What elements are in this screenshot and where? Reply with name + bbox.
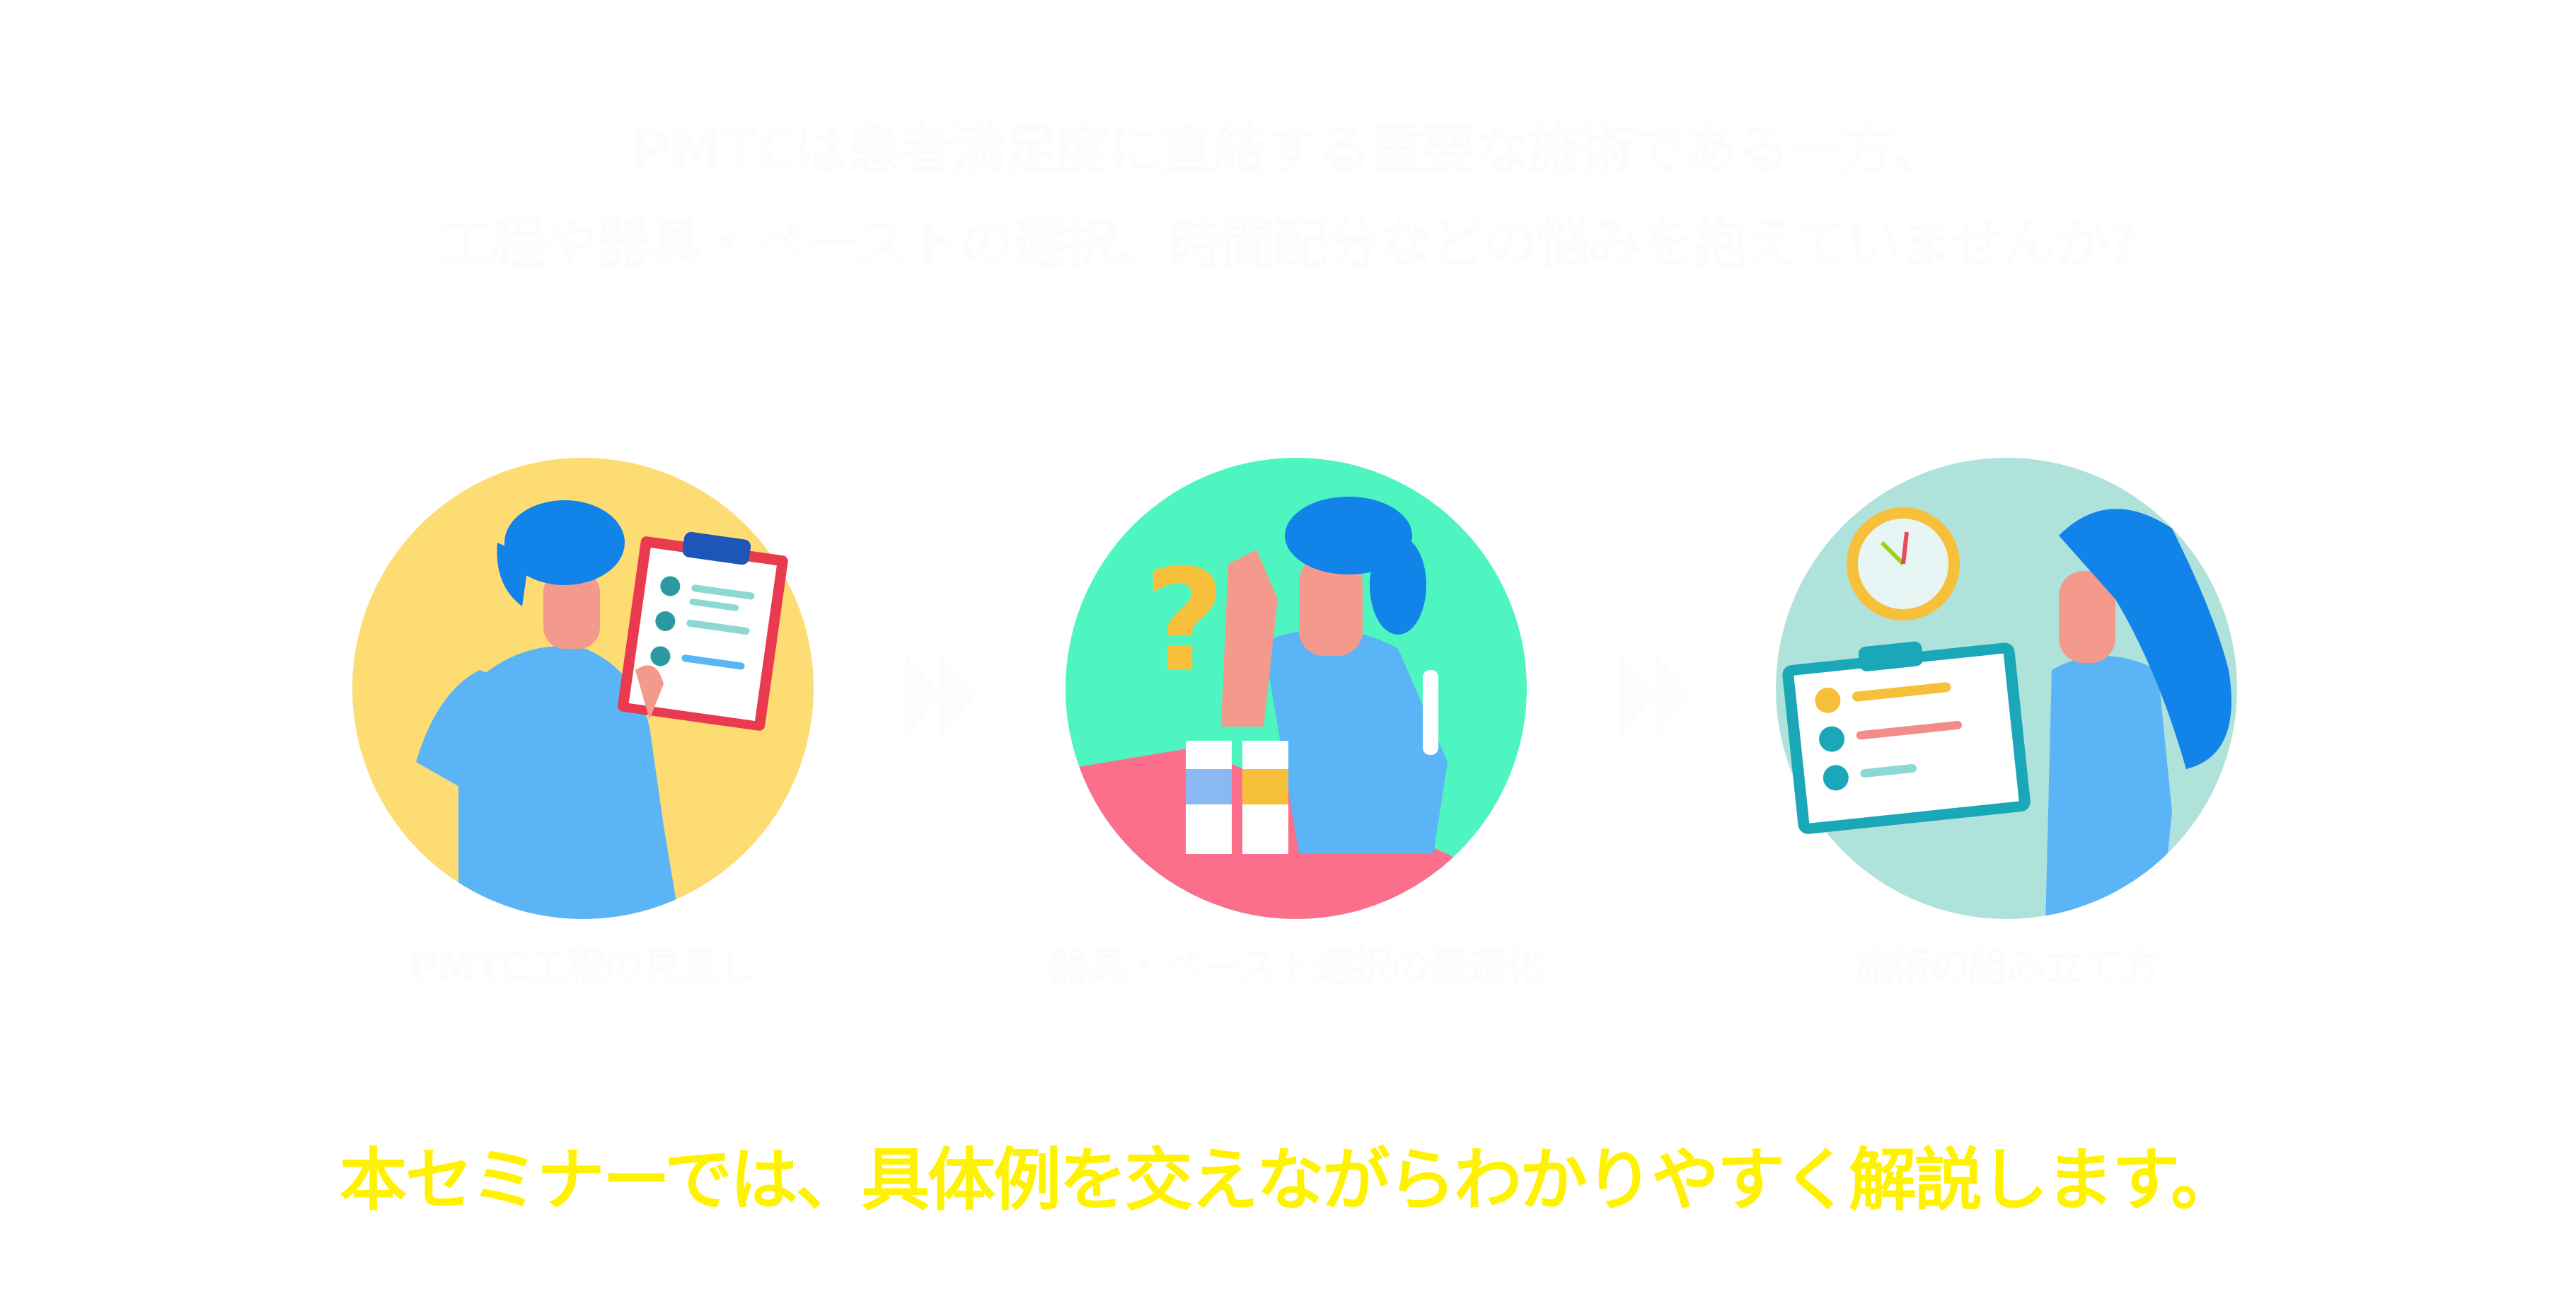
clock-checklist-illustration: [1776, 458, 2237, 919]
double-chevron-right-icon: [1620, 654, 1691, 736]
step-label-procedure-plan: 施術の組み立て方: [1854, 945, 2161, 991]
intro-line-1: PMTCは患者満足度に直結する重要な施術である一方、: [630, 118, 1946, 181]
svg-text:?: ?: [1143, 539, 1225, 704]
step-label-tool-paste: 器具・ペースト選択の最適化: [1049, 945, 1544, 991]
clipboard-checklist-illustration: [352, 458, 814, 919]
step-label-pmtc-process: PMTC工程の見直し: [408, 945, 758, 991]
double-chevron-right-icon: [906, 654, 976, 736]
intro-line-2: 工程や器具・ペーストの選択、時間配分などの悩みを抱えていませんか?: [439, 212, 2138, 275]
seminar-description: 本セミナーでは、具体例を交えながらわかりやすく解説します。: [339, 1140, 2239, 1220]
question-paste-illustration: ?: [1065, 458, 1527, 919]
